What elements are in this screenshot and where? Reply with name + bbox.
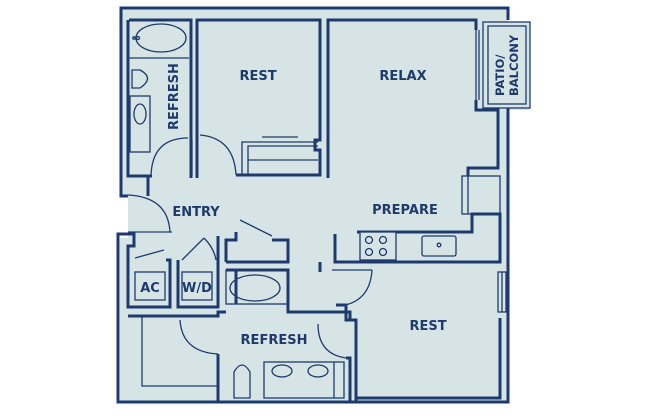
entry: ENTRY xyxy=(127,194,220,233)
room-label-rest-top: REST xyxy=(239,69,276,84)
room-label-balcony: BALCONY xyxy=(507,34,521,96)
kitchen: PREPARE xyxy=(333,203,502,264)
top-bathroom: REFRESH xyxy=(129,18,193,178)
floor-fill xyxy=(120,8,530,402)
rest-bedroom-top: REST xyxy=(191,18,322,178)
room-label-refresh-top: REFRESH xyxy=(167,63,182,130)
room-label-refresh-bottom: REFRESH xyxy=(241,333,308,348)
room-label-entry: ENTRY xyxy=(172,205,220,220)
room-label-prepare: PREPARE xyxy=(372,203,438,218)
closet-label-wd: W/D xyxy=(182,281,212,296)
relax-living: RELAX xyxy=(326,18,501,215)
room-label-patio: PATIO/ xyxy=(493,54,507,96)
closets: AC W/D xyxy=(126,232,220,309)
patio-balcony: PATIO/ BALCONY xyxy=(475,21,531,109)
bottom-bathroom: REFRESH xyxy=(128,310,352,402)
rest-bedroom-bottom: REST xyxy=(318,262,507,402)
bottom-bath-tub xyxy=(224,219,352,320)
room-label-relax: RELAX xyxy=(379,69,426,84)
closet-label-ac: AC xyxy=(140,281,160,296)
room-label-rest-bottom: REST xyxy=(409,319,446,334)
